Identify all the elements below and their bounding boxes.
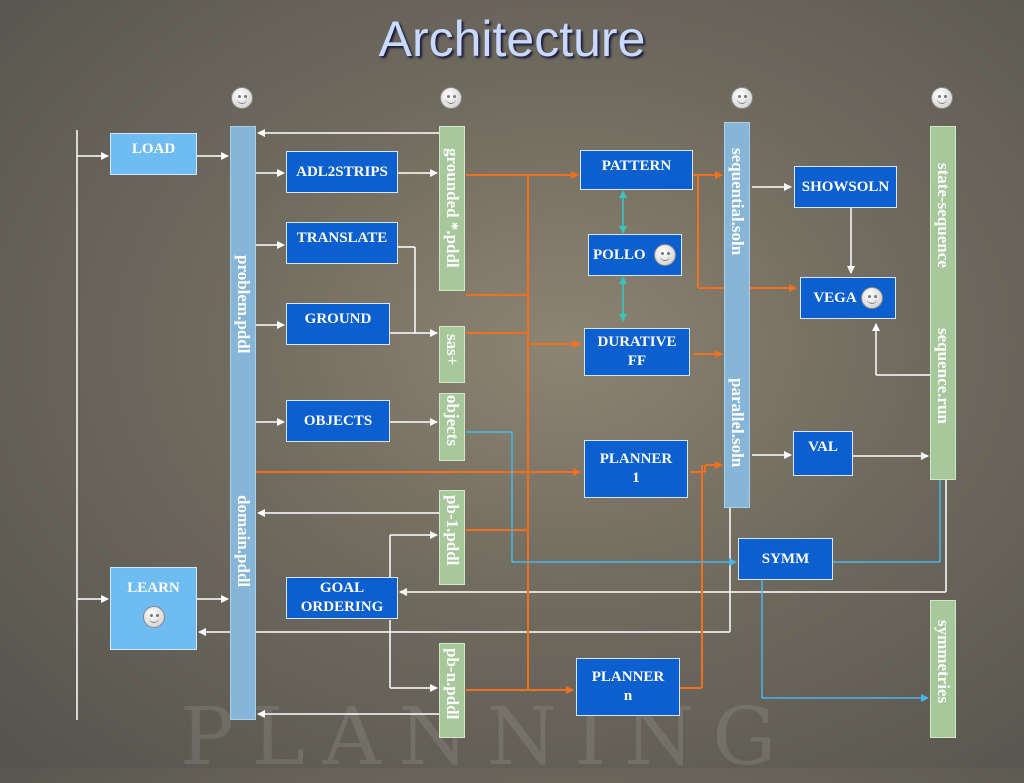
adl2strips-box[interactable]: ADL2STRIPS [286, 151, 398, 193]
solution-bar [724, 122, 750, 508]
objects-label: objects [443, 395, 462, 446]
pollo-box[interactable]: POLLO [588, 234, 682, 276]
durative-label: DURATIVE [597, 334, 677, 350]
problem-domain-bar [230, 126, 256, 720]
smiley-icon [142, 606, 165, 628]
planner-n-label: PLANNER [591, 669, 665, 685]
sequence-run-label: sequence.run [934, 328, 953, 424]
durative-ff-box[interactable]: DURATIVE FF [584, 328, 690, 376]
smiley-icon [231, 87, 253, 109]
pb-n-bar [439, 643, 465, 738]
translate-label: TRANSLATE [296, 230, 388, 246]
load-label: LOAD [131, 141, 176, 157]
load-box[interactable]: LOAD [110, 133, 197, 175]
grounded-pddl-bar [439, 126, 465, 291]
problem-pddl-label: problem.pddl [234, 255, 253, 354]
symm-label: SYMM [761, 550, 810, 567]
goal-label: GOAL [319, 580, 365, 596]
sequential-soln-label: sequential.soln [728, 148, 747, 256]
pattern-label: PATTERN [601, 158, 672, 174]
planner-1-label: PLANNER [599, 451, 673, 467]
val-box[interactable]: VAL [793, 431, 853, 476]
vega-label: VEGA [813, 289, 857, 306]
vega-box[interactable]: VEGA [800, 277, 896, 319]
planner-1-box[interactable]: PLANNER 1 [584, 440, 688, 498]
sas-bar [439, 326, 465, 383]
objects-box[interactable]: OBJECTS [286, 400, 390, 442]
ordering-label: ORDERING [300, 599, 384, 615]
sas-label: sas+ [443, 334, 462, 366]
planner-1-number: 1 [632, 470, 640, 486]
showsoln-box[interactable]: SHOWSOLN [794, 166, 897, 208]
pattern-box[interactable]: PATTERN [580, 150, 693, 190]
state-sequence-bar [930, 126, 956, 480]
pb-1-label: pb-1.pddl [443, 495, 462, 566]
goal-ordering-box[interactable]: GOAL ORDERING [286, 577, 398, 619]
ground-box[interactable]: GROUND [286, 303, 390, 345]
smiley-icon [653, 244, 676, 266]
pb-n-label: pb-n.pddl [443, 648, 462, 720]
smiley-icon [731, 87, 753, 109]
planner-n-box[interactable]: PLANNER n [576, 658, 680, 716]
smiley-icon [860, 287, 883, 309]
showsoln-label: SHOWSOLN [801, 178, 890, 195]
translate-box[interactable]: TRANSLATE [286, 222, 398, 264]
ground-label: GROUND [304, 311, 372, 327]
parallel-soln-label: parallel.soln [728, 378, 747, 468]
learn-box[interactable]: LEARN [110, 567, 197, 650]
domain-pddl-label: domain.pddl [234, 495, 253, 588]
smiley-icon [440, 87, 462, 109]
state-sequence-label: state-sequence [934, 163, 953, 268]
symm-box[interactable]: SYMM [738, 538, 833, 580]
adl2strips-label: ADL2STRIPS [296, 163, 388, 180]
learn-label: LEARN [127, 580, 180, 596]
pollo-label: POLLO [593, 246, 646, 263]
planner-n-number: n [623, 688, 633, 704]
page-title: Architecture [378, 11, 646, 67]
objects-bar [439, 393, 465, 461]
symmetries-label: symmetries [934, 620, 953, 704]
symmetries-bar [930, 600, 956, 738]
pb-1-bar [439, 490, 465, 585]
val-label: VAL [808, 439, 838, 455]
grounded-pddl-label: grounded *.pddl [443, 148, 462, 268]
smiley-icon [931, 87, 953, 109]
ff-label: FF [627, 353, 647, 369]
objects-box-label: OBJECTS [303, 412, 373, 429]
